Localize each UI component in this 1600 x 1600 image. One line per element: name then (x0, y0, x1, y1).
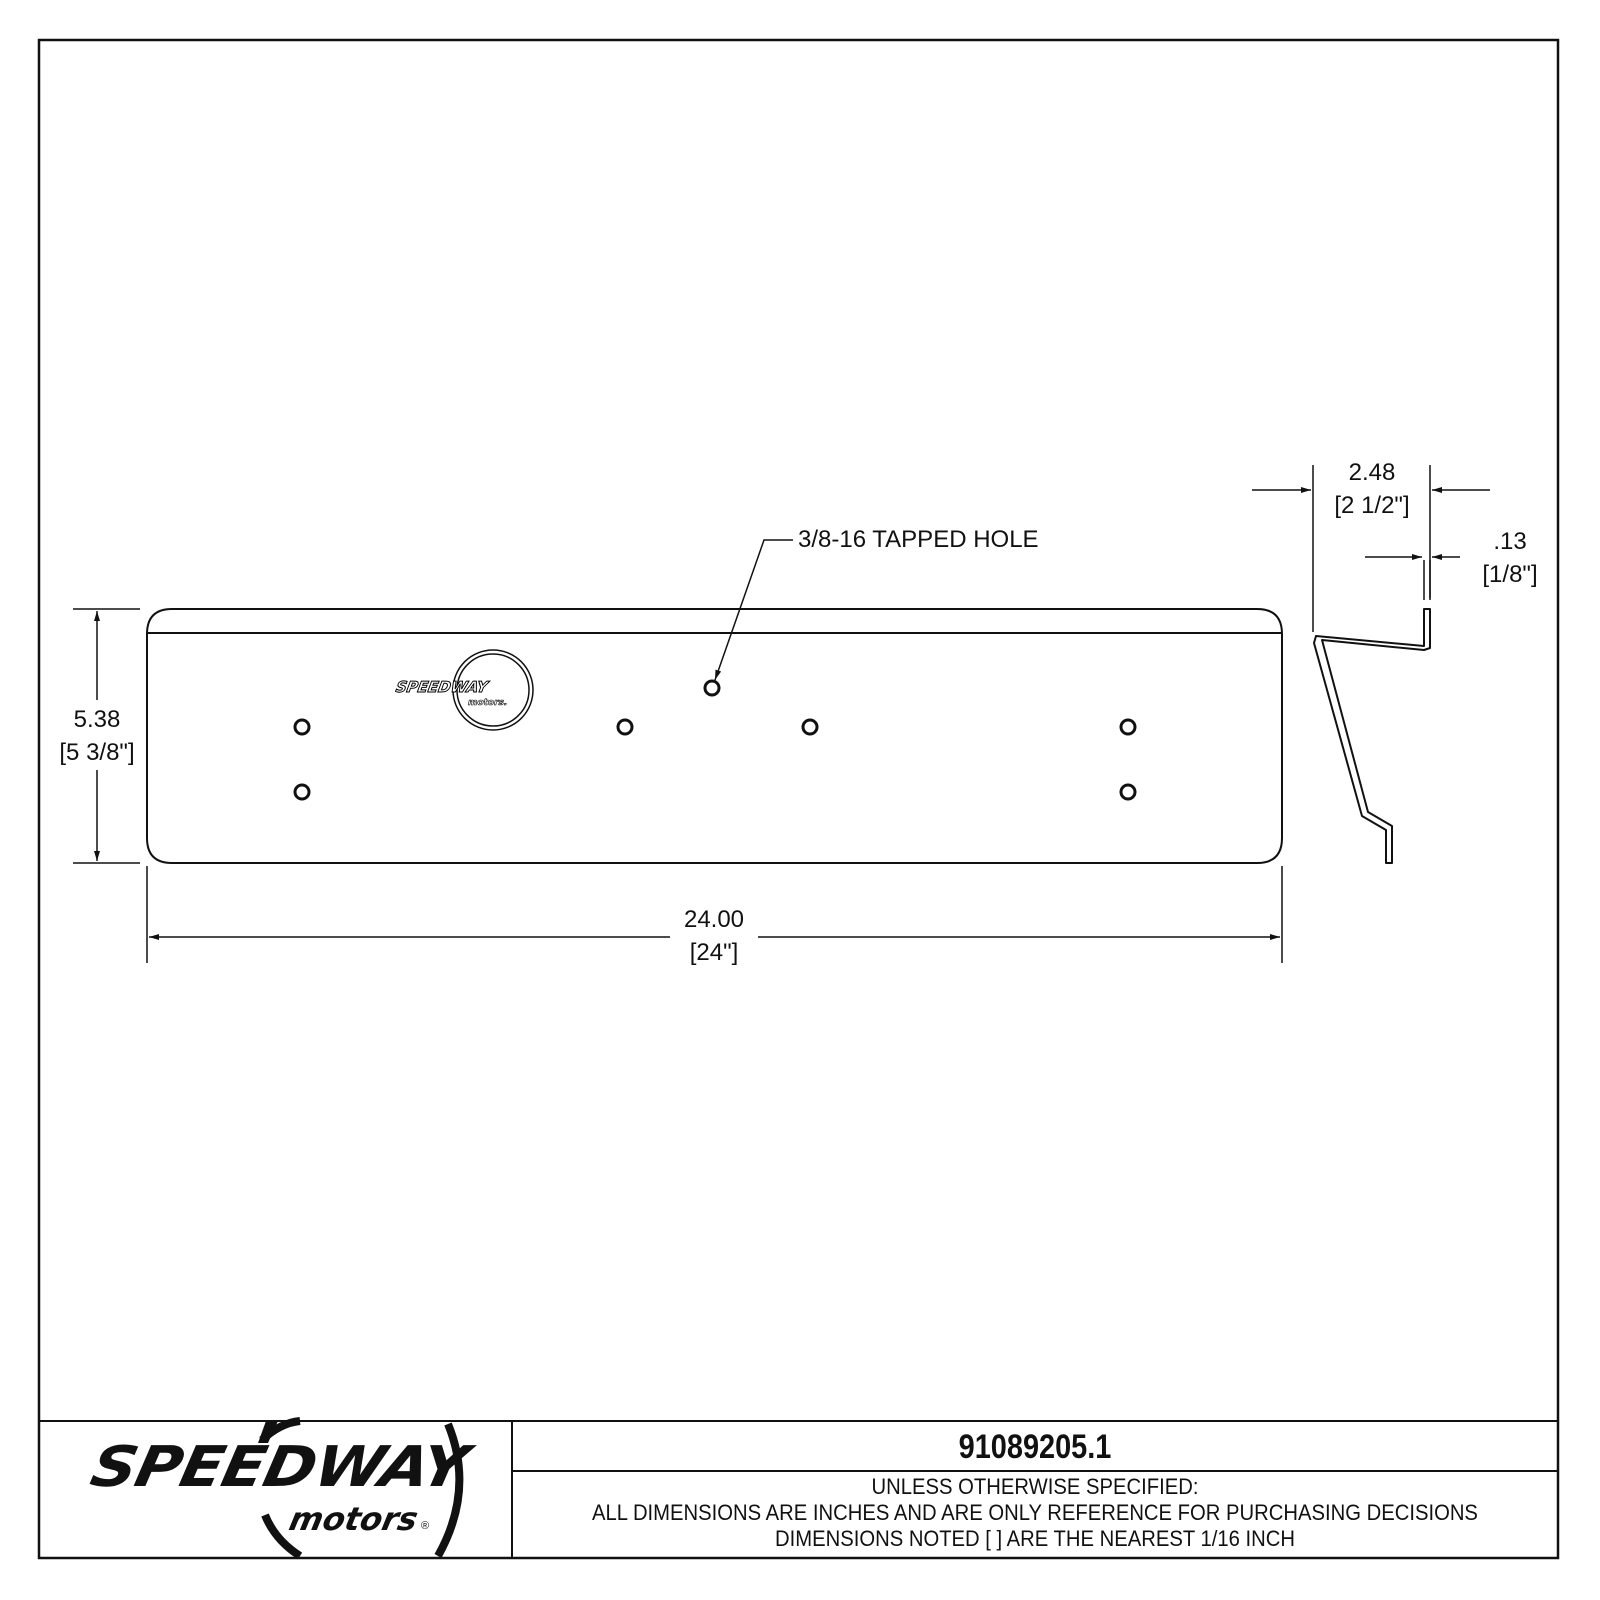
mounting-hole (801, 718, 819, 736)
depth-dim-decimal: 2.48 (1348, 459, 1396, 486)
title-logo-sub: motors (285, 1500, 422, 1538)
mounting-hole (1119, 718, 1137, 736)
mounting-hole (1119, 783, 1137, 801)
plate-front-view (146, 608, 1283, 864)
width-dim-decimal: 24.00 (683, 906, 745, 933)
plate-logo-ring (452, 649, 534, 731)
depth-dimension-lines (1252, 465, 1490, 632)
thickness-dimension-lines (1365, 554, 1460, 600)
spec-note-2: ALL DIMENSIONS ARE INCHES AND ARE ONLY R… (592, 1500, 1478, 1525)
width-dim-fraction: [24"] (689, 939, 739, 966)
tapped-hole (703, 679, 721, 697)
title-logo-registered: ® (421, 1520, 430, 1532)
plate-side-profile (1313, 608, 1431, 864)
height-dim-decimal: 5.38 (73, 706, 121, 733)
title-logo-slash (258, 1421, 278, 1443)
spec-note-1: UNLESS OTHERWISE SPECIFIED: (871, 1474, 1199, 1499)
height-dim-fraction: [5 3/8"] (59, 739, 135, 766)
spec-note-3: DIMENSIONS NOTED [ ] ARE THE NEAREST 1/1… (775, 1526, 1295, 1551)
width-dimension-lines (146, 866, 1283, 963)
depth-dim-fraction: [2 1/2"] (1334, 492, 1410, 519)
plate-logo-brand: SPEEDWAY (394, 678, 490, 697)
mounting-hole (293, 718, 311, 736)
title-logo-brand: SPEEDWAY (85, 1435, 473, 1500)
mounting-holes (293, 679, 1137, 801)
tapped-hole-callout: 3/8-16 TAPPED HOLE (798, 526, 1039, 553)
part-number: 91089205.1 (958, 1428, 1112, 1466)
drawing-frame (37, 38, 1560, 1560)
plate-logo-sub: motors. (468, 698, 508, 708)
height-dimension-lines (73, 608, 140, 864)
mounting-hole (293, 783, 311, 801)
tapped-hole-leader (714, 539, 793, 681)
thickness-dim-fraction: [1/8"] (1482, 561, 1538, 588)
thickness-dim-decimal: .13 (1493, 528, 1527, 555)
mounting-hole (616, 718, 634, 736)
